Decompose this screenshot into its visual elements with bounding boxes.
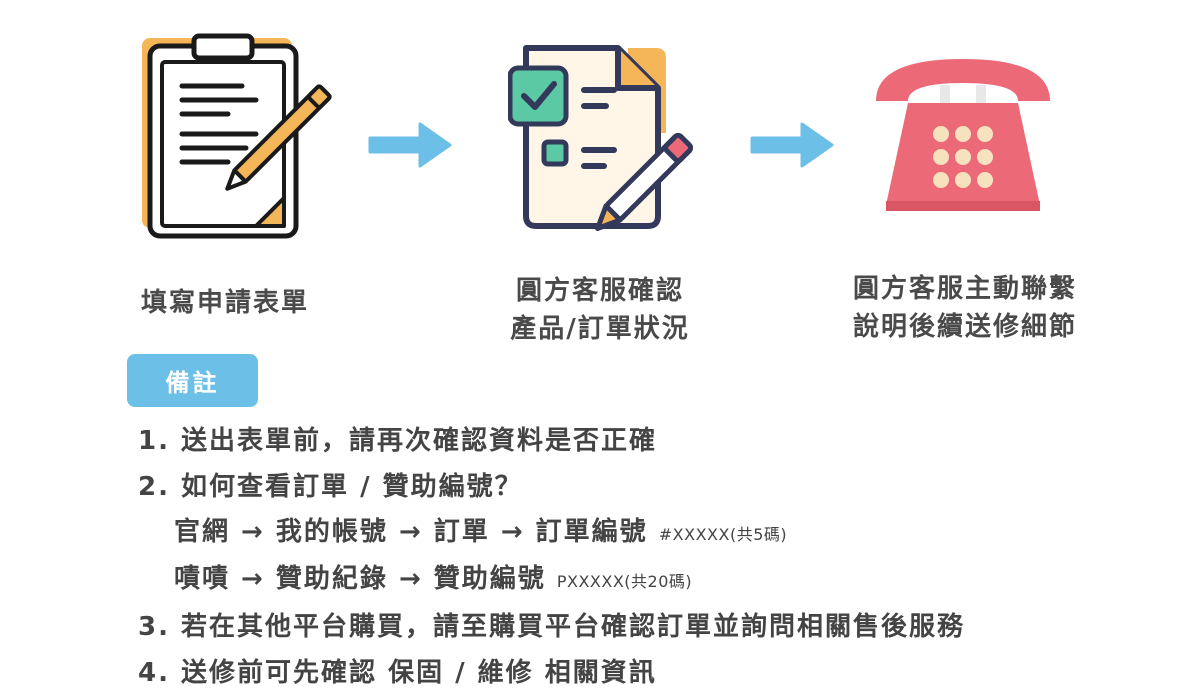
- order-number-format: #XXXXX(共5碼): [658, 525, 788, 544]
- order-number-path: 官網 → 我的帳號 → 訂單 → 訂單編號: [174, 517, 648, 547]
- note-item-2: 2. 如何查看訂單 / 贊助編號？: [138, 472, 523, 502]
- step-3-label: 圓方客服主動聯繫 說明後續送修細節: [820, 270, 1110, 346]
- right-arrow-icon: [750, 122, 834, 168]
- step-1-line-1: 填寫申請表單: [140, 288, 309, 318]
- note-item-4: 4. 送修前可先確認 保固 / 維修 相關資訊: [138, 658, 657, 688]
- right-arrow-icon: [368, 122, 452, 168]
- telephone-icon: [876, 59, 1050, 211]
- note-item-3: 3. 若在其他平台購買，請至購買平台確認訂單並詢問相關售後服務: [138, 612, 966, 642]
- step-3-line-2: 說明後續送修細節: [852, 312, 1077, 342]
- step-1-label: 填寫申請表單: [120, 284, 330, 322]
- step-2-line-1: 圓方客服確認: [515, 276, 684, 306]
- checklist-document-icon: [508, 45, 693, 231]
- note-item-2-sub-1: 官網 → 我的帳號 → 訂單 → 訂單編號 #XXXXX(共5碼): [138, 510, 1188, 557]
- step-2-line-2: 產品/訂單狀況: [510, 314, 690, 344]
- note-item-1: 1. 送出表單前，請再次確認資料是否正確: [138, 426, 658, 456]
- notes-list: 1. 送出表單前，請再次確認資料是否正確 2. 如何查看訂單 / 贊助編號？ 官…: [138, 418, 1188, 696]
- sponsor-number-path: 嘖嘖 → 贊助紀錄 → 贊助編號: [174, 564, 546, 594]
- step-3-line-1: 圓方客服主動聯繫: [852, 274, 1077, 304]
- sponsor-number-format: PXXXXX(共20碼): [556, 572, 693, 591]
- note-item-2-sub-2: 嘖嘖 → 贊助紀錄 → 贊助編號 PXXXXX(共20碼): [138, 557, 1188, 604]
- notes-badge: 備註: [127, 354, 258, 407]
- step-2-label: 圓方客服確認 產品/訂單狀況: [480, 272, 720, 348]
- clipboard-form-icon: [142, 33, 332, 239]
